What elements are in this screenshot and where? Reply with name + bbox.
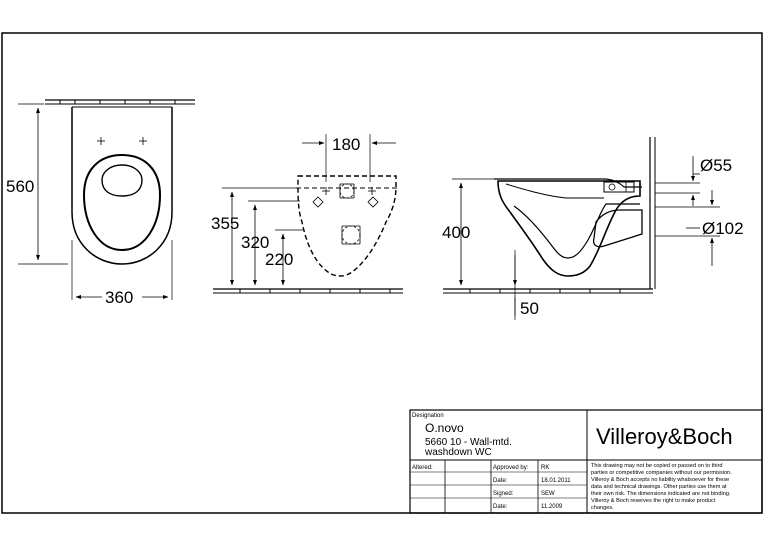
side-view — [443, 137, 720, 320]
dim-label-d55: Ø55 — [700, 156, 732, 175]
dim-label-560: 560 — [6, 177, 34, 196]
brand-logo-text: Villeroy&Boch — [596, 424, 733, 449]
svg-text:This drawing may not be copied: This drawing may not be copied or passed… — [591, 463, 723, 469]
product-description-line1: 5660 10 - Wall-mtd. — [425, 437, 512, 448]
date-value-2: 11.2009 — [541, 504, 563, 510]
signed-value: SEW — [541, 491, 555, 497]
date-label-2: Date: — [493, 504, 508, 510]
product-name: O.novo — [425, 421, 464, 435]
dim-label-50: 50 — [520, 299, 539, 318]
svg-text:their own risk. The dimensions: their own risk. The dimensions indicated… — [591, 491, 731, 497]
approved-by-label: Approved by: — [493, 465, 529, 471]
fixing-symbols — [312, 183, 379, 245]
dim-label-180: 180 — [332, 135, 360, 154]
dim-label-d102: Ø102 — [702, 219, 744, 238]
signed-label: Signed: — [493, 491, 514, 497]
drawing-frame — [1, 32, 763, 514]
top-view — [18, 99, 195, 300]
date-value-1: 18.01.2011 — [541, 478, 571, 484]
dim-label-355: 355 — [211, 214, 239, 233]
designation-label: Designation — [412, 413, 444, 419]
svg-text:Villeroy & Boch accepts no lia: Villeroy & Boch accepts no liability wha… — [591, 477, 729, 483]
front-view — [213, 134, 403, 294]
title-block — [409, 409, 763, 514]
disclaimer-text: This drawing may not be copied or passed… — [591, 463, 732, 511]
dim-label-360: 360 — [105, 288, 133, 307]
altered-label: Altered: — [412, 465, 433, 471]
dim-label-320: 320 — [241, 233, 269, 252]
date-label-1: Date: — [493, 478, 508, 484]
dim-label-220: 220 — [265, 250, 293, 269]
svg-text:changes.: changes. — [591, 505, 614, 511]
approved-by-value: RK — [541, 465, 549, 471]
svg-text:parties or competitive compani: parties or competitive companies without… — [591, 470, 732, 476]
fixing-hole-marks — [97, 137, 147, 145]
product-description-line2: washdown WC — [424, 447, 492, 458]
svg-text:data and technical drawings. O: data and technical drawings. Other parti… — [591, 484, 727, 490]
svg-text:Villeroy & Boch reserves the r: Villeroy & Boch reserves the right to ma… — [591, 498, 716, 504]
dim-label-400: 400 — [442, 223, 470, 242]
